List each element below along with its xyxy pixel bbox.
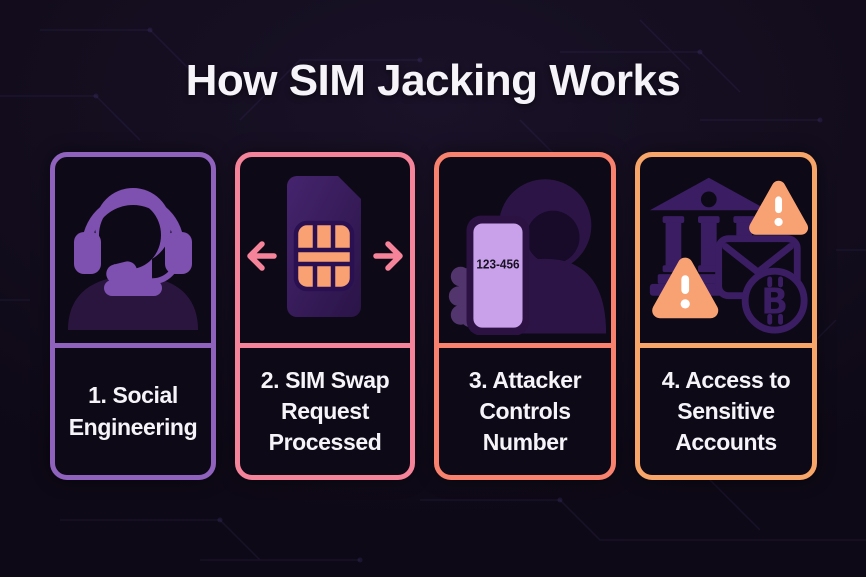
card-3-label-area: 3. Attacker Controls Number bbox=[439, 348, 611, 475]
card-4-icon-area: B bbox=[640, 157, 812, 348]
card-1-icon-area bbox=[55, 157, 211, 348]
svg-text:B: B bbox=[761, 281, 788, 322]
warning-triangle-icon bbox=[749, 180, 809, 235]
arrow-right-icon bbox=[373, 240, 403, 271]
card-sim-swap: 2. SIM Swap Request Processed bbox=[235, 152, 415, 480]
step-label-3: 3. Attacker Controls Number bbox=[468, 366, 582, 456]
step-label-2: 2. SIM Swap Request Processed bbox=[260, 366, 390, 456]
card-2-icon-area bbox=[240, 157, 410, 348]
page-title: How SIM Jacking Works bbox=[185, 56, 681, 105]
card-4-label-area: 4. Access to Sensitive Accounts bbox=[640, 348, 812, 475]
card-attacker-controls: 123-456 3. Attacker Controls Number bbox=[434, 152, 616, 480]
attacker-phone-icon: 123-456 bbox=[448, 179, 607, 335]
card-sensitive-accounts: B 4. Access to Sensitive bbox=[635, 152, 817, 480]
phone: 123-456 bbox=[466, 215, 530, 335]
warning-triangle-icon bbox=[652, 257, 719, 319]
step-label-4: 4. Access to Sensitive Accounts bbox=[661, 366, 791, 456]
support-agent-icon bbox=[68, 188, 198, 330]
phone-screen-number: 123-456 bbox=[476, 257, 519, 272]
bitcoin-icon: B bbox=[741, 267, 808, 334]
card-3-icon-area: 123-456 bbox=[439, 157, 611, 348]
card-2-label-area: 2. SIM Swap Request Processed bbox=[240, 348, 410, 475]
arrow-left-icon bbox=[247, 240, 277, 271]
step-label-1: 1. Social Engineering bbox=[68, 382, 198, 440]
card-social-engineering: 1. Social Engineering bbox=[50, 152, 216, 480]
steps-row: 1. Social Engineering bbox=[50, 152, 817, 480]
card-1-label-area: 1. Social Engineering bbox=[55, 348, 211, 475]
sensitive-accounts-icon: B bbox=[649, 177, 809, 334]
sim-swap-icon bbox=[247, 175, 403, 317]
